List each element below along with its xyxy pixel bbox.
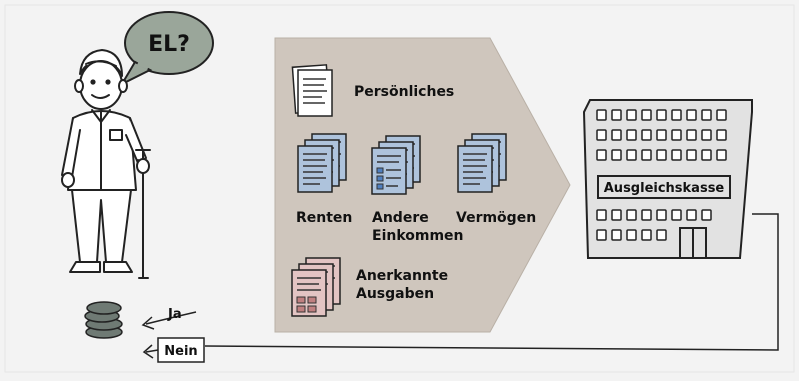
no-arrow: [145, 349, 159, 353]
document-stack-assets-icon: [457, 133, 507, 193]
person-with-crutch-icon: [61, 49, 151, 279]
speech-bubble: EL?: [119, 11, 214, 87]
decision-yes: Ja: [167, 307, 182, 322]
label-other-income-line1: Andere: [372, 210, 429, 226]
yes-arrow: [145, 311, 197, 325]
label-other-income-line2: Einkommen: [372, 228, 464, 244]
label-expenses-line1: Anerkannte: [356, 268, 448, 284]
label-assets: Vermögen: [456, 210, 536, 226]
document-stack-other-income-icon: [371, 135, 421, 195]
document-personal-icon: [291, 64, 333, 117]
office-building-icon: Ausgleichskasse: [582, 99, 753, 259]
label-pensions: Renten: [296, 210, 352, 226]
document-stack-pensions-icon: [297, 133, 347, 193]
process-arrow: [274, 37, 571, 333]
label-personal: Persönliches: [354, 84, 454, 100]
coin-stack-icon: [84, 301, 123, 339]
return-flow-line: [204, 213, 779, 351]
decision-no: Nein: [164, 344, 197, 359]
office-sign: [597, 175, 731, 199]
office-sign-text: Ausgleichskasse: [604, 181, 725, 196]
label-expenses-line2: Ausgaben: [356, 286, 434, 302]
decision-no-box: [157, 337, 205, 363]
document-stack-expenses-icon: [291, 257, 341, 317]
speech-bubble-text: EL?: [148, 32, 190, 57]
